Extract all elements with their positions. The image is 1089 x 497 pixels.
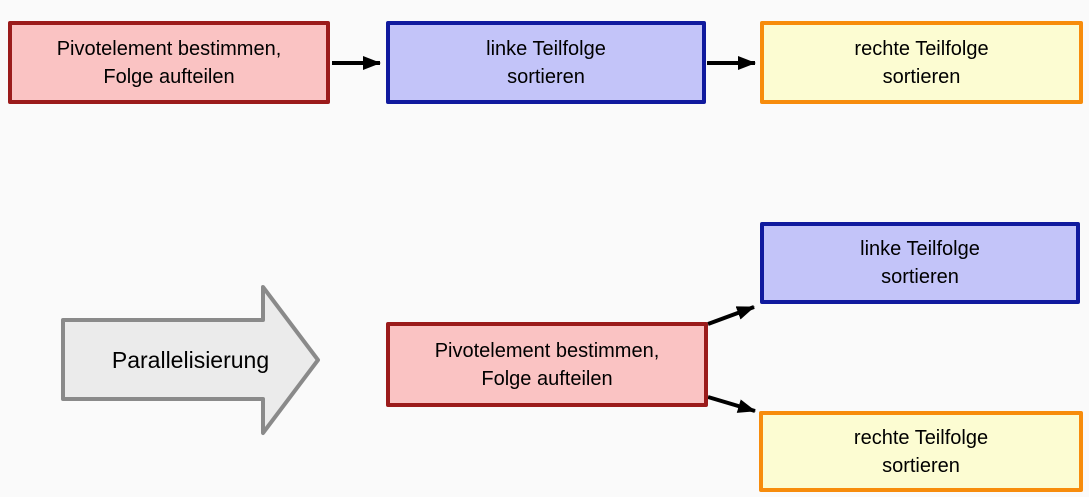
par-right-line2: sortieren [882,454,960,477]
par-pivot-line1: Pivotelement bestimmen, [434,339,660,362]
parallelisierung-label: Parallelisierung [111,347,270,373]
par-left-line2: sortieren [881,266,959,288]
par-right-subsequence-box: rechte Teilfolge sortieren [759,411,1083,492]
seq-pivot-line1: Pivotelement bestimmen, [56,37,282,60]
par-left-line1: linke Teilfolge [860,238,980,260]
seq-pivot-box: Pivotelement bestimmen, Folge aufteilen [8,21,330,104]
seq-right-line2: sortieren [882,65,961,88]
seq-left-subsequence-box: linke Teilfolge sortieren [386,21,706,104]
par-pivot-line2: Folge aufteilen [481,367,613,390]
par-pivot-box: Pivotelement bestimmen, Folge aufteilen [386,322,708,407]
connector-pivot-to-left-par [707,305,755,326]
seq-left-line2: sortieren [507,65,585,88]
par-left-subsequence-box: linke Teilfolge sortieren [760,222,1080,304]
seq-pivot-line2: Folge aufteilen [103,65,235,88]
seq-right-line1: rechte Teilfolge [854,37,989,60]
seq-right-subsequence-box: rechte Teilfolge sortieren [760,21,1083,104]
connector-pivot-to-right-par [707,395,756,413]
seq-left-line1: linke Teilfolge [486,37,606,60]
par-right-line1: rechte Teilfolge [853,426,989,449]
